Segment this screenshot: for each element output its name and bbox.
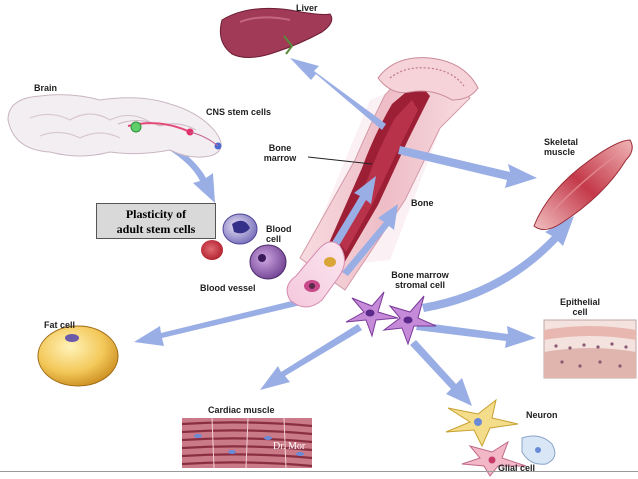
bone-marrow-pointer <box>307 156 373 165</box>
label-brain: Brain <box>34 83 58 93</box>
label-cns-stem-cells: CNS stem cells <box>206 107 272 117</box>
label-fat-cell: Fat cell <box>44 320 76 330</box>
epithelial-cell-illustration <box>543 319 637 379</box>
arrows <box>134 58 574 406</box>
callout-line-1: Plasticity of <box>125 207 187 221</box>
label-bone: Bone <box>411 198 434 208</box>
arrow-to-fat-cell <box>134 294 322 346</box>
label-skeletal-muscle-line-1: Skeletal <box>544 137 579 147</box>
label-bone-marrow-stromal-cell: Bone marrow stromal cell <box>378 270 462 290</box>
label-stromal-line-1: Bone marrow <box>391 270 449 280</box>
label-cardiac-muscle: Cardiac muscle <box>208 405 275 415</box>
label-glial-cell: Glial cell <box>498 463 536 473</box>
red-blood-cell <box>201 240 223 260</box>
neuron-illustration <box>445 398 556 477</box>
label-epithelial-line-1: Epithelial <box>559 297 600 307</box>
liver-illustration <box>219 7 333 58</box>
label-neuron: Neuron <box>526 410 558 420</box>
blood-cells <box>201 213 287 280</box>
label-bone-marrow-line-2: marrow <box>263 153 297 163</box>
arrow-to-cardiac-muscle <box>260 324 362 390</box>
cns-stem-cell-green <box>130 121 142 133</box>
plasticity-callout-box: Plasticity of adult stem cells <box>96 203 216 239</box>
label-bone-marrow-line-1: Bone <box>268 143 292 153</box>
arrow-to-neuron <box>410 340 472 406</box>
fat-cell-illustration <box>37 325 119 387</box>
label-skeletal-muscle-line-2: muscle <box>544 147 576 157</box>
label-skeletal-muscle: Skeletal muscle <box>544 137 578 157</box>
arrow-stromal-to-muscle <box>422 216 574 312</box>
blood-vessel-illustration <box>286 241 345 308</box>
arrow-from-brain <box>166 142 215 203</box>
stromal-cells <box>345 291 437 346</box>
arrow-to-skeletal-muscle <box>398 146 537 188</box>
label-blood-cell-line-2: cell <box>266 234 282 244</box>
arrow-to-liver <box>290 58 386 130</box>
label-stromal-line-2: stromal cell <box>394 280 446 290</box>
arrow-to-epithelial-cell <box>416 322 536 348</box>
watermark: Dr. Mor <box>273 441 306 452</box>
skeletal-muscle-illustration <box>533 139 633 230</box>
arrow-vessel-to-bone-2 <box>342 204 398 276</box>
label-bone-marrow: Bone marrow <box>254 143 306 163</box>
purple-blood-cell <box>249 244 287 280</box>
label-liver: Liver <box>296 3 318 13</box>
label-blood-cell-line-1: Blood <box>266 224 292 234</box>
callout-line-2: adult stem cells <box>116 222 196 236</box>
label-epithelial-line-2: cell <box>572 307 588 317</box>
label-blood-cell: Blood cell <box>266 224 292 244</box>
cardiac-muscle-illustration <box>181 417 313 469</box>
bottom-divider <box>0 471 638 472</box>
brain-illustration <box>7 94 222 158</box>
label-blood-vessel: Blood vessel <box>200 283 256 293</box>
label-epithelial-cell: Epithelial cell <box>550 297 610 317</box>
